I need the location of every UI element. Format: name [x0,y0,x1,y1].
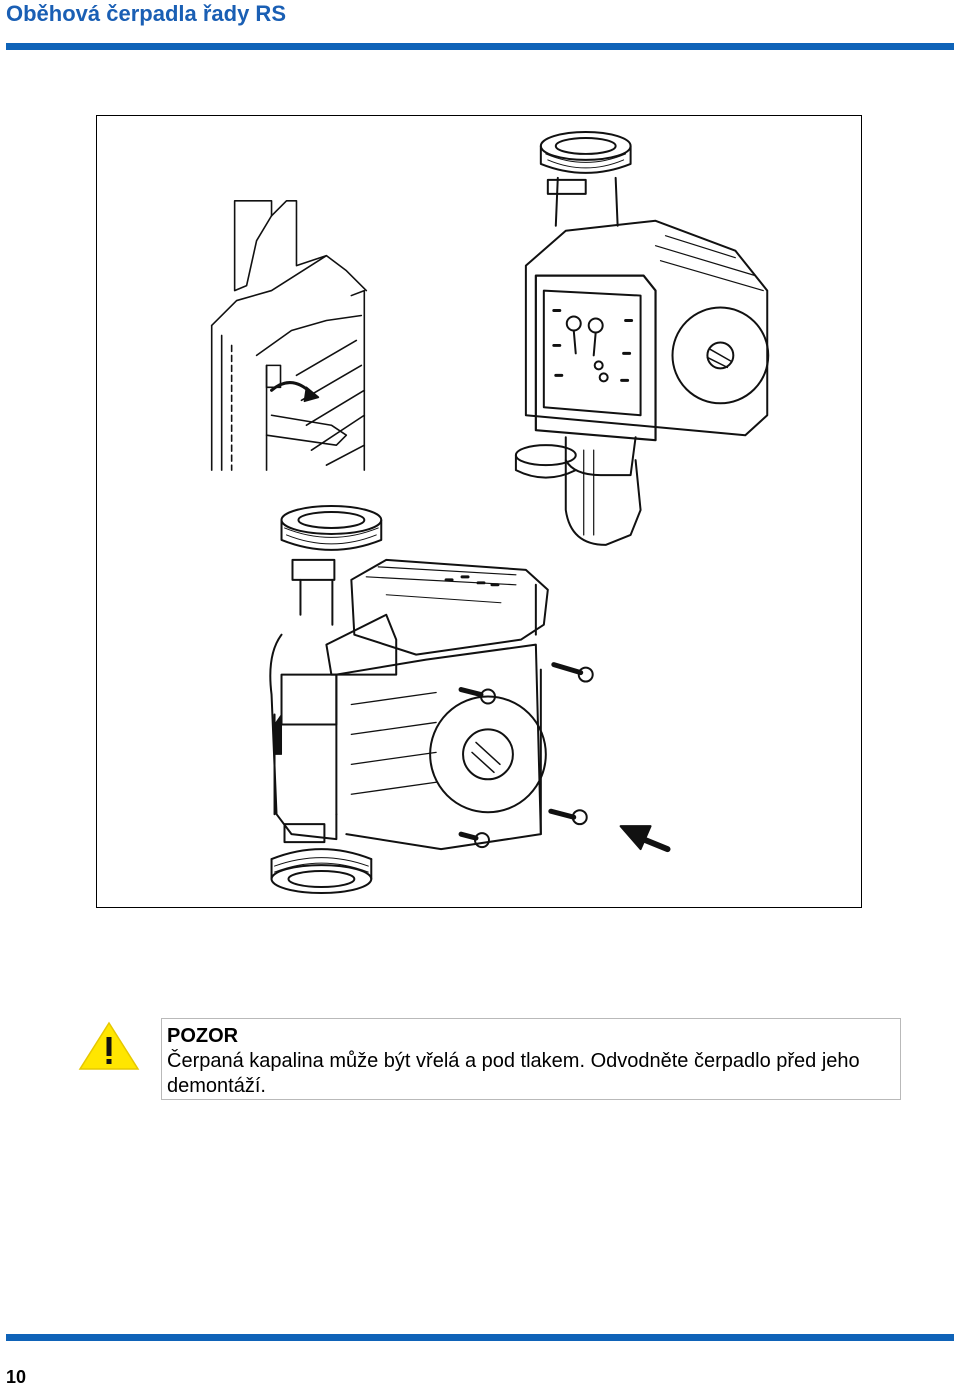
page-title: Oběhová čerpadla řady RS [6,1,286,26]
inset-detail [210,200,368,471]
header-rule [6,43,954,50]
pump-figure [96,115,862,908]
lower-pump [269,505,671,894]
warning-title: POZOR [167,1025,239,1047]
warning-text: Čerpaná kapalina může být vřelá a pod tl… [167,1050,860,1097]
warning-box: POZOR Čerpaná kapalina může být vřelá a … [161,1018,901,1100]
upper-pump [514,130,770,546]
footer-rule [6,1334,954,1341]
warning-triangle-icon [78,1021,140,1070]
pump-drawing [210,130,770,894]
page-number: 10 [6,1367,27,1387]
